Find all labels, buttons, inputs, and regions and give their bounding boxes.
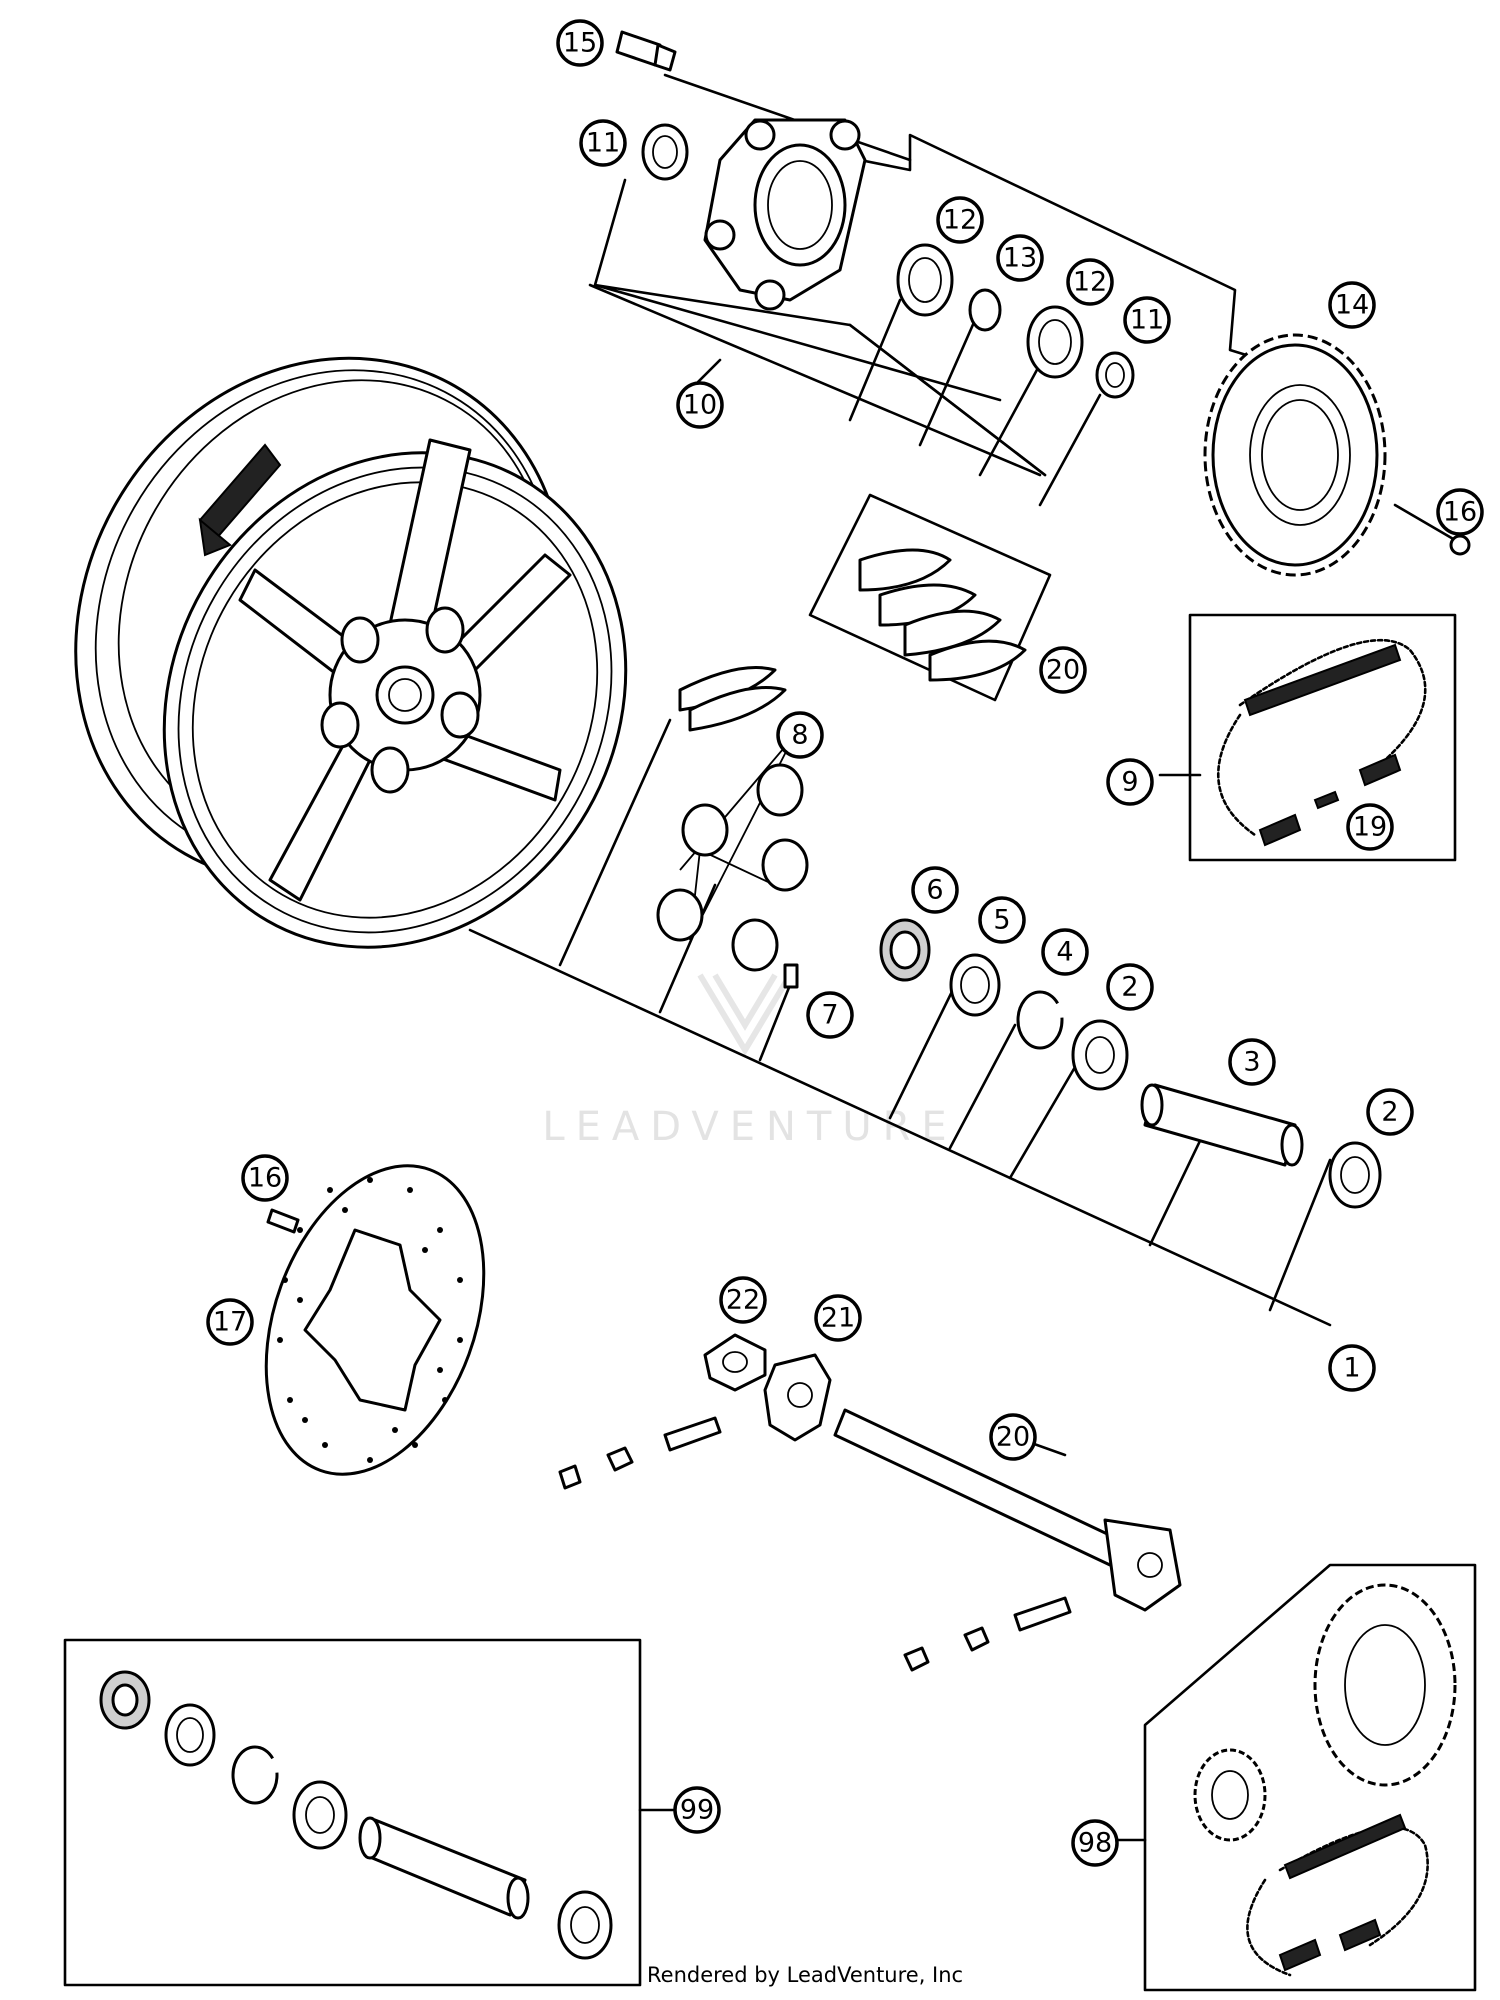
callout-7-label: 7 — [821, 1000, 838, 1031]
callout-12-right-label: 12 — [1073, 267, 1107, 298]
callout-16-sprocket: 16 — [1436, 488, 1484, 536]
callout-20-damper: 20 — [1039, 646, 1087, 694]
adjuster-bolts-right — [903, 1596, 1072, 1672]
callout-15-label: 15 — [563, 28, 597, 59]
sprocket-carrier — [703, 118, 867, 311]
damper-box — [808, 493, 1052, 702]
circlip-13 — [968, 288, 1002, 332]
callout-6-label: 6 — [926, 875, 943, 906]
callout-7: 7 — [806, 991, 854, 1039]
circlip-4 — [1016, 990, 1064, 1050]
callout-10-label: 10 — [683, 390, 717, 421]
callout-13: 13 — [996, 234, 1044, 282]
callout-8: 8 — [776, 711, 824, 759]
callout-15: 15 — [556, 19, 604, 67]
bearing-2-a — [1071, 1019, 1129, 1091]
callout-1-label: 1 — [1343, 1353, 1360, 1384]
callout-13-label: 13 — [1003, 243, 1037, 274]
callout-2-upper: 2 — [1106, 963, 1154, 1011]
callout-19: 19 — [1346, 803, 1394, 851]
bearing-11-top — [641, 123, 689, 181]
callout-16-disc-label: 16 — [248, 1163, 282, 1194]
spacer-tube-3 — [1140, 1083, 1304, 1167]
callout-16-disc: 16 — [241, 1154, 289, 1202]
callout-12-right: 12 — [1066, 258, 1114, 306]
disc-bolt-16 — [266, 1208, 300, 1234]
spacer-5 — [949, 953, 1001, 1017]
adjuster-21 — [763, 1353, 832, 1442]
callout-22-label: 22 — [726, 1285, 760, 1316]
callout-17: 17 — [206, 1298, 254, 1346]
callout-19-label: 19 — [1353, 812, 1387, 843]
callout-6: 6 — [911, 866, 959, 914]
callout-22: 22 — [719, 1276, 767, 1324]
valve-7 — [783, 963, 799, 989]
damper-bushings-8 — [656, 763, 809, 972]
chain-kit-box-9 — [1188, 613, 1457, 862]
callout-2-lower: 2 — [1366, 1088, 1414, 1136]
callout-10: 10 — [676, 381, 724, 429]
callout-11-top-label: 11 — [586, 128, 620, 159]
callout-8-label: 8 — [791, 720, 808, 751]
callout-4-label: 4 — [1056, 937, 1073, 968]
footer-credit: Rendered by LeadVenture, Inc — [647, 1963, 963, 1987]
callout-5-label: 5 — [993, 905, 1010, 936]
callout-11-right: 11 — [1123, 296, 1171, 344]
damper-rubber-loose — [678, 666, 787, 732]
callout-14-label: 14 — [1335, 290, 1369, 321]
brake-disc-17 — [264, 1164, 486, 1476]
callout-21: 21 — [814, 1294, 862, 1342]
callout-99: 99 — [673, 1786, 721, 1834]
chain-sprocket-kit-box-98 — [1143, 1563, 1477, 1992]
callout-20-axle: 20 — [989, 1413, 1037, 1461]
callout-2-lower-label: 2 — [1381, 1097, 1398, 1128]
callout-1: 1 — [1328, 1344, 1376, 1392]
callout-99-label: 99 — [680, 1795, 714, 1826]
watermark-logo — [697, 973, 793, 1056]
seal-6 — [879, 918, 931, 982]
bearing-12-b — [1026, 305, 1084, 379]
nut-22 — [703, 1333, 767, 1392]
callout-3: 3 — [1228, 1038, 1276, 1086]
callout-16-sprocket-label: 16 — [1443, 497, 1477, 528]
callout-20-axle-label: 20 — [996, 1422, 1030, 1453]
callout-21-label: 21 — [821, 1303, 855, 1334]
bearing-12-a — [896, 243, 954, 317]
bearing-kit-box-99 — [63, 1638, 642, 1987]
watermark-text: LEADVENTURE — [542, 1104, 957, 1150]
callout-3-label: 3 — [1243, 1047, 1260, 1078]
rear-sprocket-14 — [1203, 333, 1387, 577]
axle-20 — [833, 1408, 1182, 1612]
callout-2-upper-label: 2 — [1121, 972, 1138, 1003]
adjuster-bolts-left — [558, 1416, 722, 1490]
callout-17-label: 17 — [213, 1307, 247, 1338]
callout-98-label: 98 — [1078, 1828, 1112, 1859]
callout-9: 9 — [1106, 758, 1154, 806]
callout-14: 14 — [1328, 281, 1376, 329]
rear-wheel-rim — [74, 356, 628, 949]
callout-9-label: 9 — [1121, 767, 1138, 798]
callout-5: 5 — [978, 896, 1026, 944]
callout-20-damper-label: 20 — [1046, 655, 1080, 686]
callout-12-left: 12 — [936, 196, 984, 244]
callout-12-left-label: 12 — [943, 205, 977, 236]
callout-11-right-label: 11 — [1130, 305, 1164, 336]
nut-16 — [1449, 534, 1471, 556]
callout-98: 98 — [1071, 1819, 1119, 1867]
callout-4: 4 — [1041, 928, 1089, 976]
bolt-15 — [615, 30, 677, 72]
callout-11-top: 11 — [579, 119, 627, 167]
bearing-2-b — [1328, 1141, 1382, 1209]
spacer-11-b — [1095, 351, 1135, 399]
